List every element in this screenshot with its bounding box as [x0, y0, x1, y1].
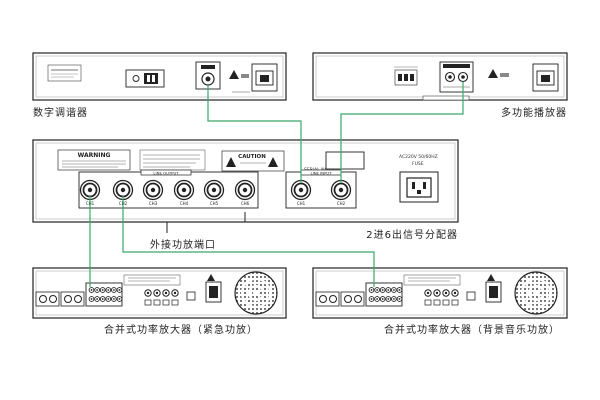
fuse-label: FUSE: [412, 161, 424, 167]
input-jack-ch2-icon: [330, 179, 352, 201]
antenna-jack-icon: [132, 75, 140, 82]
cable-player-to-distributor: [340, 82, 464, 183]
multi-player-label: 多功能播放器: [501, 108, 567, 119]
channel-label: CH2: [337, 201, 346, 206]
caution-triangle-icon: [226, 157, 236, 167]
output-jack-ch2-icon: [112, 179, 134, 201]
line-input-label: LINE INPUT: [310, 170, 332, 175]
amplifier-emergency-device: [32, 267, 287, 319]
channel-label: CH3: [149, 201, 158, 206]
warning-text: WARNING: [78, 152, 111, 159]
amplifier-background-device: [312, 267, 568, 319]
caution-triangle-icon: [488, 69, 498, 78]
line-output-panel: [78, 171, 259, 209]
amp-background-label: 合并式功率放大器（背景音乐功放）: [384, 325, 560, 336]
channel-label: CH6: [241, 201, 250, 206]
power-socket-icon: [406, 177, 432, 198]
multi-player-device: [312, 52, 568, 101]
amp1-input-block: [85, 282, 123, 307]
external-ports-label: 外接功放端口: [150, 240, 216, 251]
digital-tuner-label: 数字调谐器: [33, 108, 88, 119]
output-jack-ch5-icon: [203, 179, 225, 201]
ac-power-label: AC220V 50/60HZ: [399, 154, 438, 160]
signal-distributor-device: WARNING CAUTION SERIAL NO. AC220V 50/60H…: [32, 139, 459, 223]
output-jack-ch6-icon: [234, 179, 256, 201]
output-jack-ch3-icon: [142, 179, 164, 201]
channel-label: CH5: [210, 201, 219, 206]
distributor-label: 2进6出信号分配器: [366, 230, 458, 241]
amp2-input-block: [365, 282, 403, 307]
caution-triangle-icon: [207, 274, 215, 281]
channel-label: CH4: [180, 201, 189, 206]
output-jack-ch1-icon: [79, 179, 101, 201]
amp-emergency-label: 合并式功率放大器（紧急功放）: [104, 325, 258, 336]
cable-distributor-to-amp-background: [122, 196, 375, 287]
caution-triangle-icon: [229, 70, 239, 79]
channel-label: CH1: [297, 201, 306, 206]
input-jack-ch1-icon: [290, 179, 312, 201]
line-output-label: LINE OUTPUT: [153, 170, 179, 175]
cable-connections: [89, 82, 464, 287]
caution-triangle-icon: [268, 157, 278, 167]
caution-text: CAUTION: [238, 154, 266, 160]
digital-tuner-device: [32, 52, 287, 101]
output-jack-ch4-icon: [173, 179, 195, 201]
cable-tuner-to-distributor: [207, 85, 302, 183]
caution-triangle-icon: [487, 274, 495, 281]
